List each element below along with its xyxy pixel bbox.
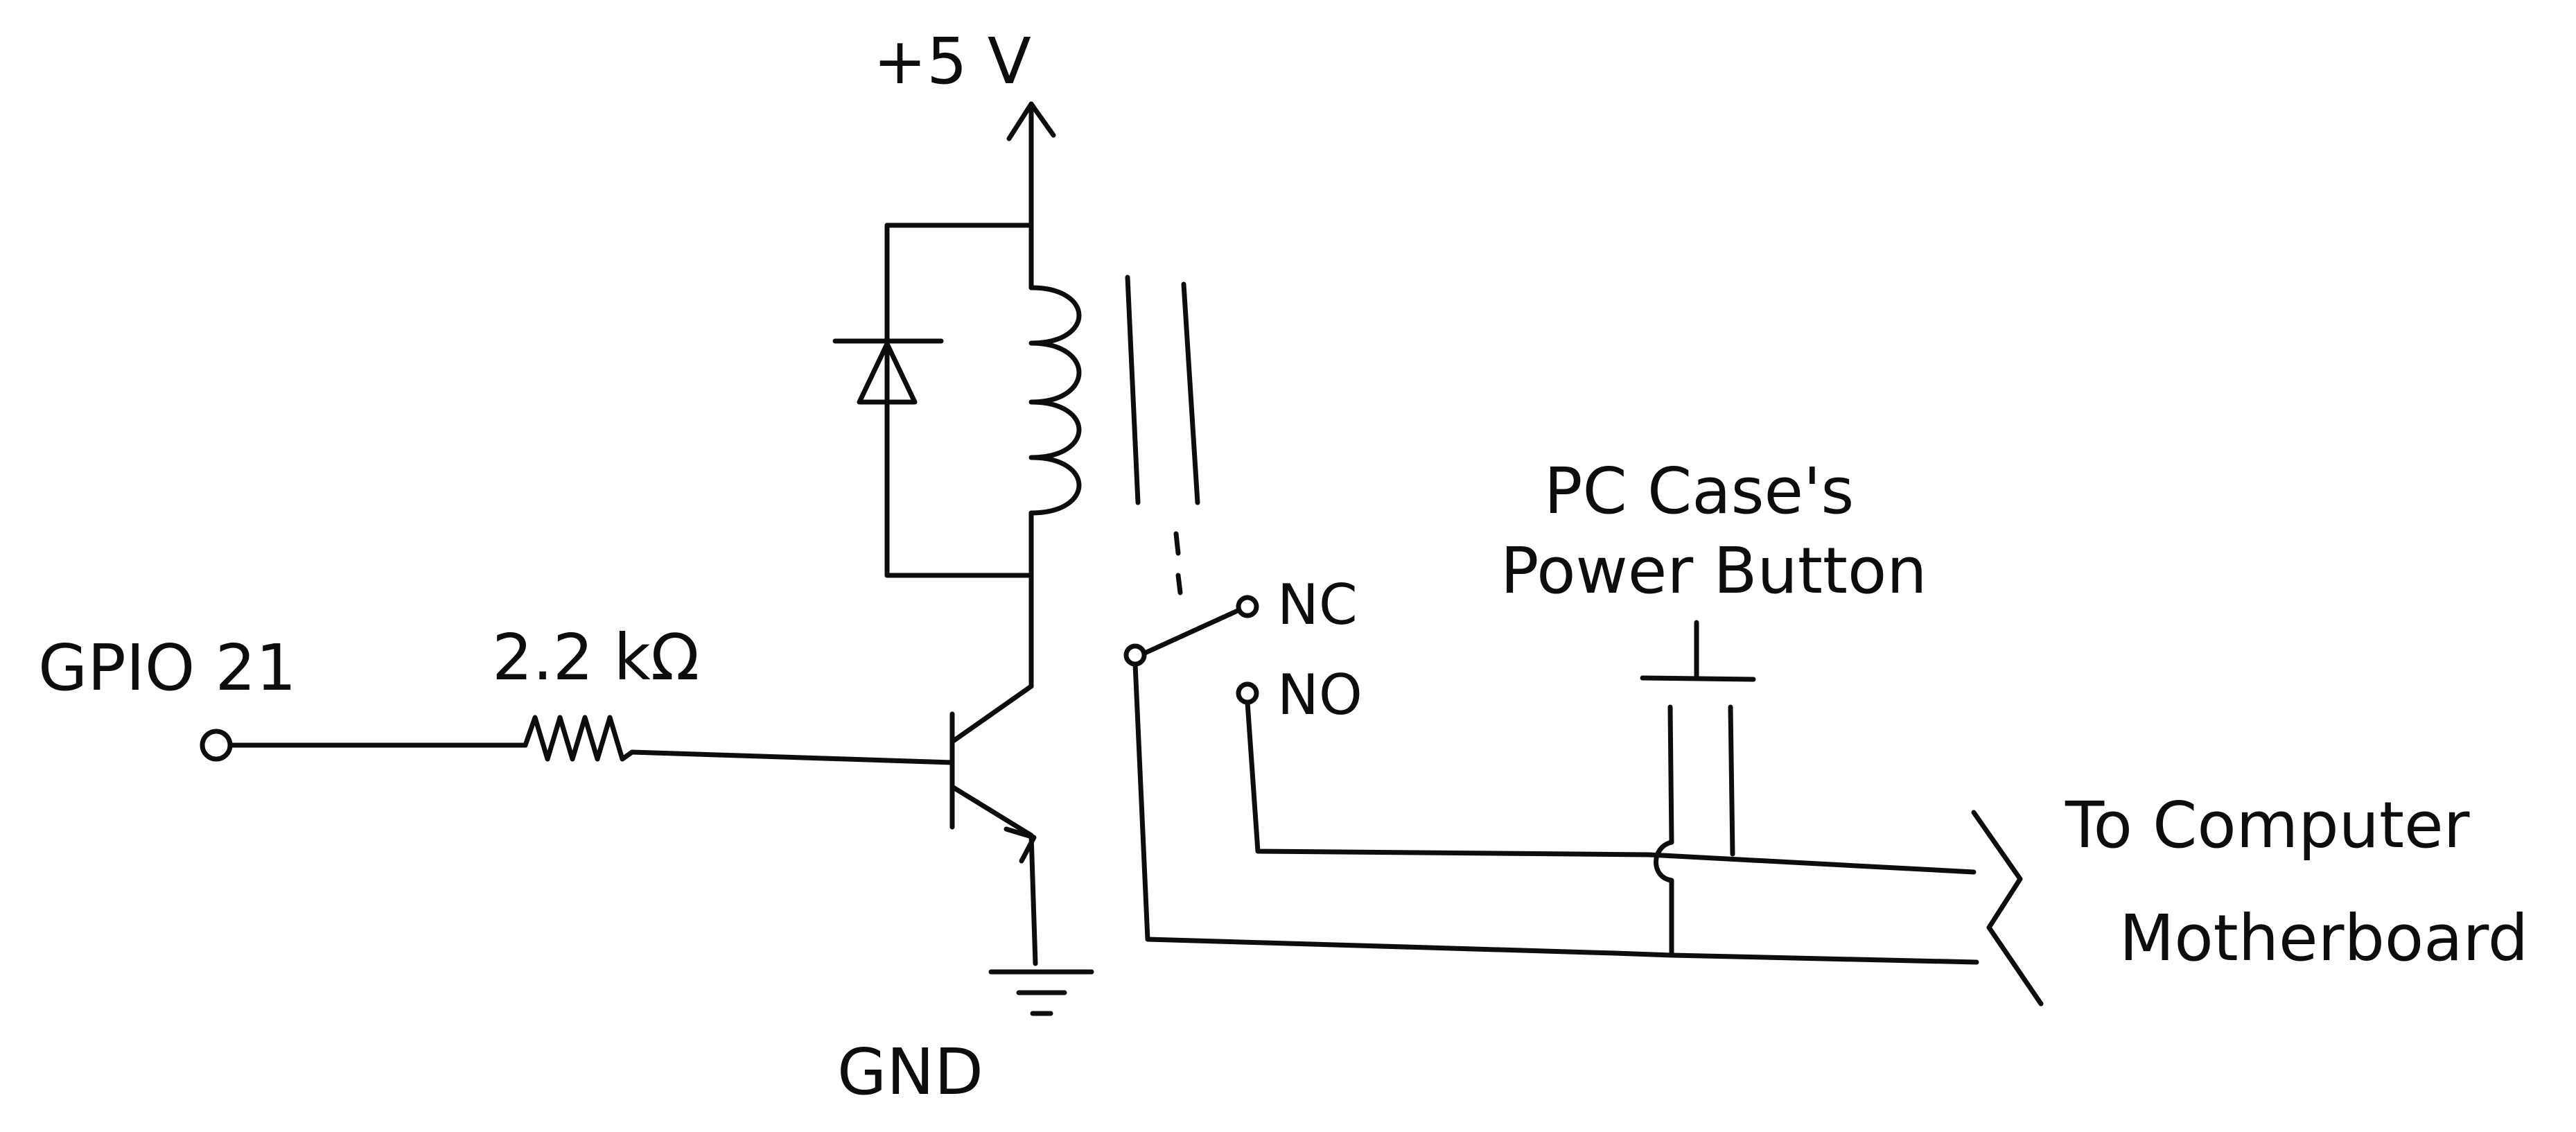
destination-label-line1: To Computer — [2065, 788, 2470, 862]
relay-core-icon — [1125, 275, 1200, 505]
button-label-line1: PC Case's — [1544, 454, 1854, 528]
npn-transistor-icon — [949, 573, 1038, 966]
supply-arrow-icon — [1006, 101, 1056, 141]
base-wire — [629, 749, 955, 765]
relay-switch-icon — [1123, 595, 1259, 705]
cable-break-icon — [1971, 810, 2044, 1007]
ground-label: GND — [837, 1035, 983, 1109]
ground-icon — [988, 969, 1094, 1016]
no-label: NO — [1277, 663, 1363, 727]
pushbutton-icon — [1640, 620, 1756, 958]
relay-linkage — [1173, 531, 1183, 595]
common-wire — [1132, 661, 1618, 956]
motherboard-buses — [1612, 852, 1979, 965]
relay-coil-icon — [1028, 285, 1082, 516]
no-wire — [1245, 699, 1652, 857]
nc-label: NC — [1277, 573, 1358, 637]
gpio-terminal-icon — [200, 729, 233, 762]
common-terminal-icon — [1123, 643, 1147, 667]
nc-terminal-icon — [1236, 595, 1259, 618]
destination-label-line2: Motherboard — [2119, 901, 2528, 975]
resistor-icon — [523, 715, 635, 762]
supply-label: +5 V — [873, 24, 1031, 98]
button-label-line2: Power Button — [1500, 534, 1927, 608]
gpio-label: GPIO 21 — [38, 631, 297, 705]
flyback-diode-icon — [832, 338, 944, 405]
resistor-label: 2.2 kΩ — [492, 620, 699, 695]
supply-rail — [1006, 101, 1056, 232]
no-terminal-icon — [1236, 681, 1259, 705]
